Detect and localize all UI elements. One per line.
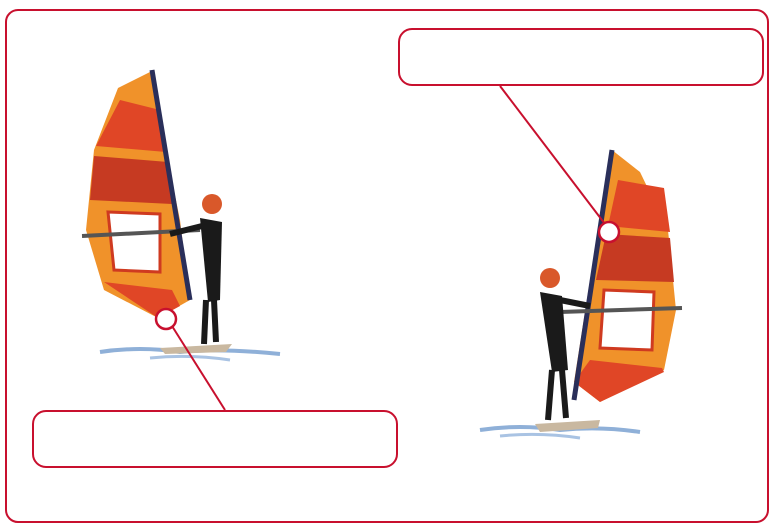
windsurfer-left-icon bbox=[81, 69, 281, 362]
outer-frame bbox=[5, 9, 769, 523]
callout-box-top-right bbox=[398, 28, 764, 86]
callout-box-bottom-left bbox=[32, 410, 398, 468]
callout-leader-bottom-left bbox=[154, 307, 226, 411]
callout-leader-top-right bbox=[499, 85, 621, 244]
windsurfer-right-icon bbox=[479, 149, 683, 440]
